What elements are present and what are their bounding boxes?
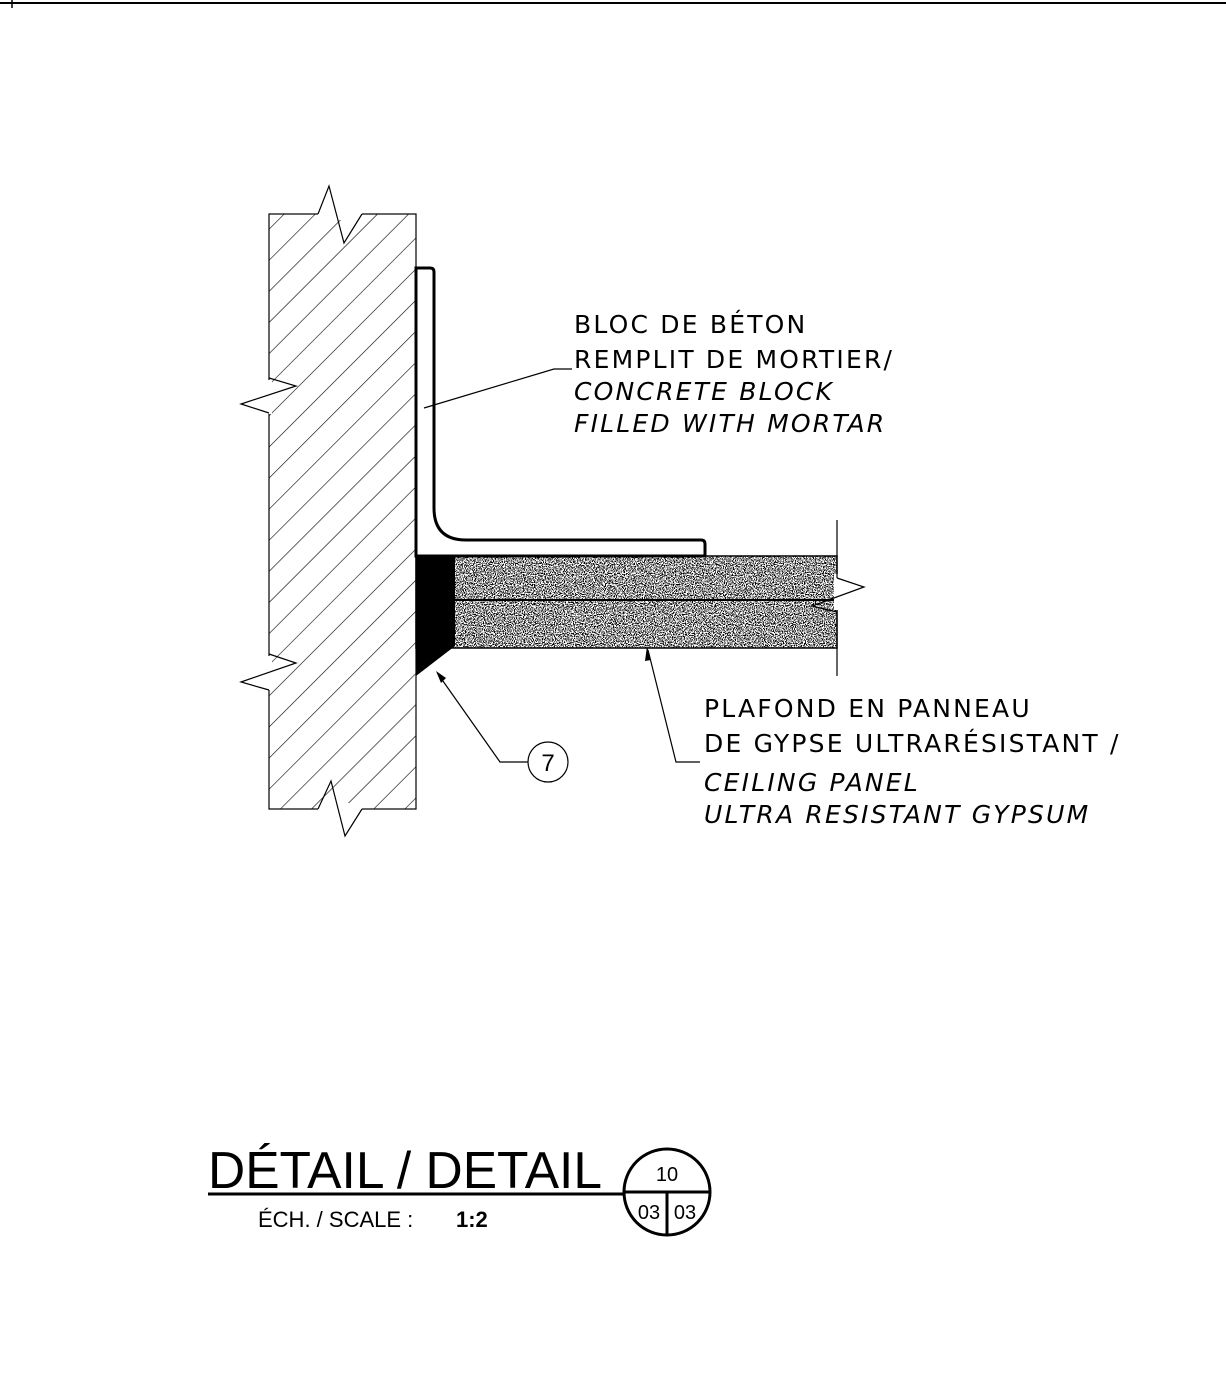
detail-title: DÉTAIL / DETAIL [208,1142,602,1200]
ceiling-panel-annotation: PLAFOND EN PANNEAU DE GYPSE ULTRARÉSISTA… [704,694,1121,829]
detail-reference-bubble: 10 03 03 [622,1147,712,1237]
gypsum-ceiling-panels [415,520,868,676]
detail-number: 10 [656,1164,678,1186]
keynote-leader [436,671,528,763]
steel-angle [414,266,707,558]
concrete-block-annotation: BLOC DE BÉTON REMPLIT DE MORTIER/ CONCRE… [574,310,894,438]
ceiling-label-line2: DE GYPSE ULTRARÉSISTANT / [704,729,1121,758]
concrete-label-line3: CONCRETE BLOCK [574,377,835,406]
concrete-label-line4: FILLED WITH MORTAR [574,409,886,438]
ceiling-leader [645,646,700,763]
keynote-number: 7 [541,750,554,777]
sealant-joint [416,556,455,676]
scale-value: 1:2 [456,1207,488,1232]
sheet-number-right: 03 [674,1202,696,1224]
keynote-bubble: 7 [527,741,569,783]
sheet-number-left: 03 [638,1202,660,1224]
ceiling-label-line3: CEILING PANEL [704,768,920,797]
concrete-label-line1: BLOC DE BÉTON [574,310,807,339]
ceiling-label-line4: ULTRA RESISTANT GYPSUM [704,800,1090,829]
ceiling-label-line1: PLAFOND EN PANNEAU [704,694,1032,723]
scale-label: ÉCH. / SCALE : [258,1207,413,1232]
concrete-block-wall [238,184,417,838]
concrete-label-line2: REMPLIT DE MORTIER/ [574,345,894,374]
concrete-leader-line [423,368,572,409]
title-block: DÉTAIL / DETAIL ÉCH. / SCALE : 1:2 10 03… [208,1142,712,1237]
